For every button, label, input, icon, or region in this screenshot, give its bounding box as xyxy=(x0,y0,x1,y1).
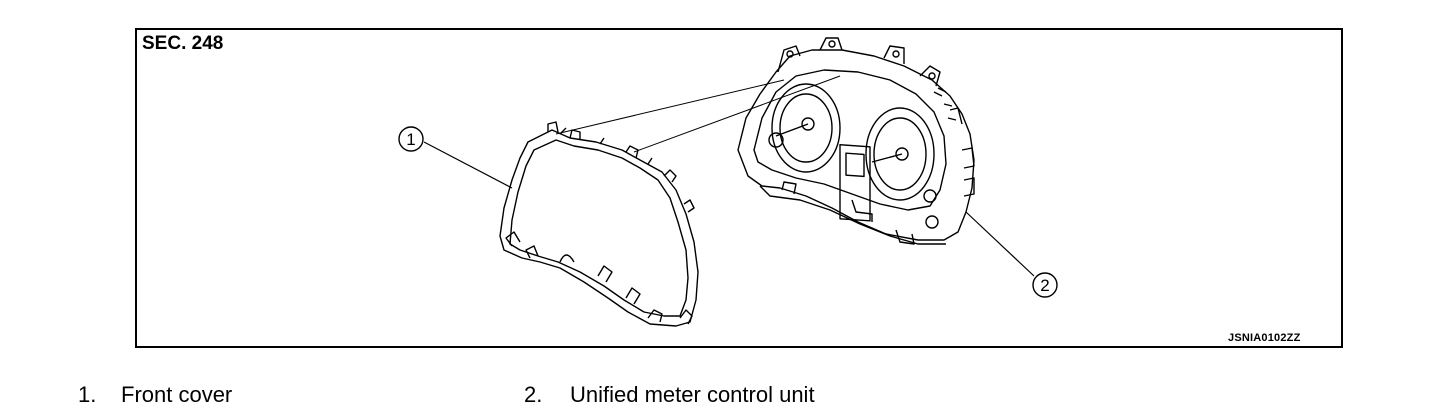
legend-1-number: 1. xyxy=(78,382,97,407)
diagram-frame xyxy=(135,28,1343,348)
callout-2: 2 xyxy=(1032,272,1058,298)
meter-unit-illustration xyxy=(737,37,975,245)
callout-1: 1 xyxy=(398,126,424,152)
front-cover-illustration xyxy=(499,121,699,327)
callout-2-number: 2 xyxy=(1040,276,1049,295)
figure-code: JSNIA0102ZZ xyxy=(1228,332,1301,344)
section-label: SEC. 248 xyxy=(142,33,224,54)
legend-1-text: Front cover xyxy=(121,382,233,407)
legend-2-text: Unified meter control unit xyxy=(570,382,815,407)
callout-1-number: 1 xyxy=(406,130,415,149)
legend-2-number: 2. xyxy=(524,382,543,407)
